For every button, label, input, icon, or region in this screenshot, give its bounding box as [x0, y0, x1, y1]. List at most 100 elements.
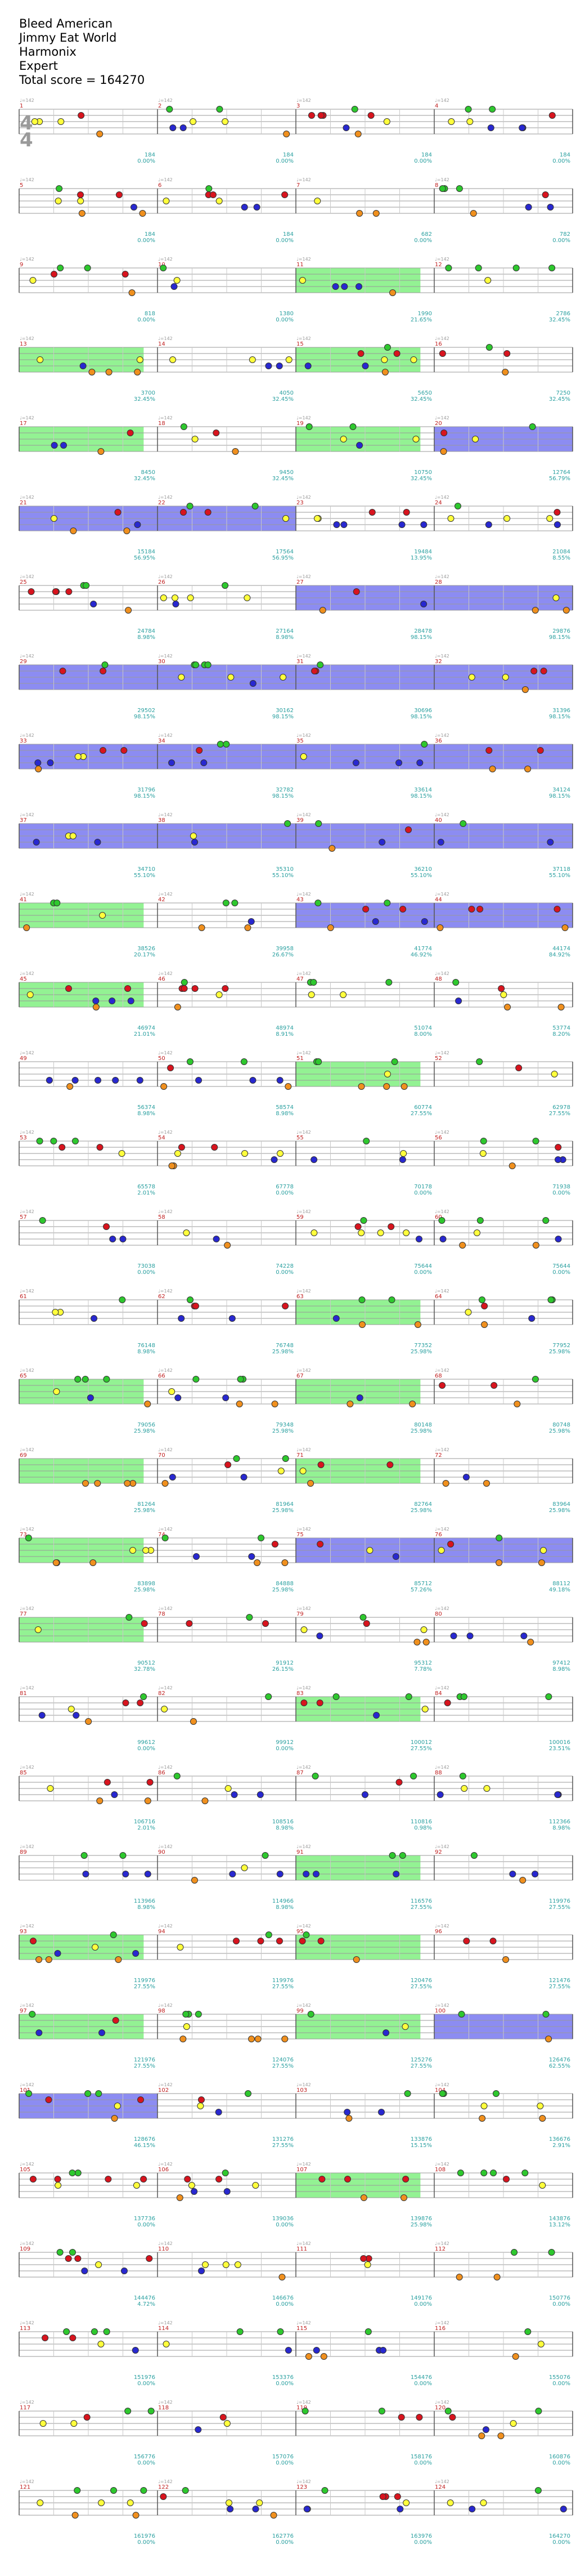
- measure-number: 36: [435, 738, 442, 744]
- note-gem: [213, 430, 220, 436]
- note-gem: [545, 1693, 552, 1700]
- note-gem: [222, 900, 230, 906]
- tempo-marker: ♩=142: [435, 1765, 449, 1770]
- measure-percent: 0.00%: [414, 2381, 432, 2387]
- measure-percent: 32.45%: [411, 476, 432, 482]
- measure-score: 65578: [137, 1184, 155, 1190]
- note-gem: [314, 900, 322, 906]
- tempo-marker: ♩=142: [435, 1289, 449, 1294]
- note-gem: [466, 118, 474, 125]
- measure-percent: 13.95%: [411, 555, 432, 561]
- measure-number: 52: [435, 1056, 442, 1062]
- measure-percent: 25.98%: [272, 1349, 294, 1355]
- note-gem: [173, 277, 181, 284]
- note-gem: [503, 515, 511, 522]
- measure-number: 73: [20, 1532, 27, 1538]
- note-gem: [204, 509, 212, 516]
- measure-percent: 27.55%: [272, 1984, 294, 1990]
- measure-score: 97412: [552, 1660, 570, 1666]
- note-gem: [270, 2512, 277, 2519]
- measure-number: 88: [435, 1770, 442, 1776]
- note-gem: [276, 363, 283, 369]
- measure-percent: 20.17%: [134, 952, 155, 958]
- tempo-marker: ♩=142: [158, 1050, 173, 1056]
- measure-percent: 25.98%: [272, 1508, 294, 1514]
- note-gem: [134, 369, 141, 375]
- measure-percent: 56.79%: [549, 476, 570, 482]
- note-gem: [546, 515, 554, 522]
- measure-percent: 8.98%: [276, 1111, 294, 1117]
- note-gem: [276, 1077, 284, 1084]
- note-gem: [537, 2103, 544, 2109]
- note-gem: [82, 1480, 89, 1487]
- measure-score: 184: [145, 231, 155, 238]
- note-gem: [555, 1236, 562, 1242]
- note-gem: [234, 2261, 241, 2268]
- note-gem: [88, 369, 96, 375]
- note-gem: [97, 448, 105, 455]
- tempo-marker: ♩=142: [20, 495, 34, 500]
- tempo-marker: ♩=142: [296, 177, 311, 182]
- measure-number: 64: [435, 1294, 442, 1300]
- tempo-marker: ♩=142: [435, 98, 449, 103]
- note-gem: [439, 1236, 447, 1242]
- measure-number: 76: [435, 1532, 442, 1538]
- tempo-marker: ♩=142: [20, 1130, 34, 1135]
- measure-score: 56374: [137, 1104, 155, 1111]
- measure-score: 2786: [556, 311, 570, 317]
- note-gem: [140, 2176, 147, 2183]
- measure-percent: 8.98%: [137, 1349, 155, 1355]
- note-gem: [554, 906, 561, 913]
- note-gem: [35, 766, 42, 772]
- note-gem: [368, 509, 376, 516]
- note-gem: [90, 601, 97, 607]
- note-gem: [455, 998, 462, 1004]
- note-gem: [163, 198, 170, 204]
- measure-score: 1380: [280, 311, 294, 317]
- measure-score: 7250: [556, 390, 570, 396]
- note-gem: [128, 289, 136, 296]
- measure-number: 104: [435, 2087, 446, 2094]
- note-gem: [58, 1144, 66, 1151]
- note-gem: [132, 2347, 139, 2354]
- note-gem: [504, 1004, 511, 1010]
- note-gem: [285, 1083, 292, 1090]
- measure-percent: 27.55%: [272, 2063, 294, 2069]
- measure-score: 119976: [272, 1978, 294, 1984]
- note-gem: [124, 1480, 131, 1487]
- note-gem: [104, 1779, 111, 1786]
- measure-percent: 25.98%: [549, 1428, 570, 1434]
- note-gem: [456, 185, 463, 192]
- note-gem: [561, 924, 569, 931]
- note-gem: [530, 668, 538, 674]
- note-gem: [384, 1071, 391, 1077]
- measure-percent: 25.98%: [411, 2222, 432, 2228]
- measure-percent: 13.12%: [549, 2222, 570, 2228]
- measure-score: 137736: [134, 2216, 155, 2222]
- measure-number: 70: [158, 1452, 165, 1459]
- measure-percent: 32.78%: [134, 1666, 155, 1672]
- note-gem: [34, 759, 42, 766]
- note-gem: [415, 1236, 422, 1242]
- measure-number: 99: [296, 2008, 304, 2014]
- measure-number: 62: [158, 1294, 165, 1300]
- note-gem: [74, 753, 82, 760]
- note-gem: [521, 2170, 529, 2176]
- tempo-marker: ♩=142: [158, 1289, 173, 1294]
- note-gem: [562, 607, 570, 614]
- note-gem: [82, 1871, 89, 1877]
- note-gem: [510, 2420, 517, 2427]
- note-gem: [63, 2328, 70, 2335]
- note-gem: [118, 1150, 125, 1157]
- measure-score: 80148: [414, 1422, 432, 1428]
- note-gem: [305, 2353, 312, 2360]
- note-gem: [392, 1553, 399, 1560]
- tempo-marker: ♩=142: [296, 574, 311, 579]
- measure-percent: 0.00%: [276, 238, 294, 244]
- note-gem: [141, 1620, 148, 1627]
- note-gem: [160, 2493, 167, 2500]
- measure-score: 29502: [137, 708, 155, 714]
- note-gem: [241, 1150, 249, 1157]
- note-gem: [71, 2512, 79, 2519]
- note-gem: [343, 124, 350, 131]
